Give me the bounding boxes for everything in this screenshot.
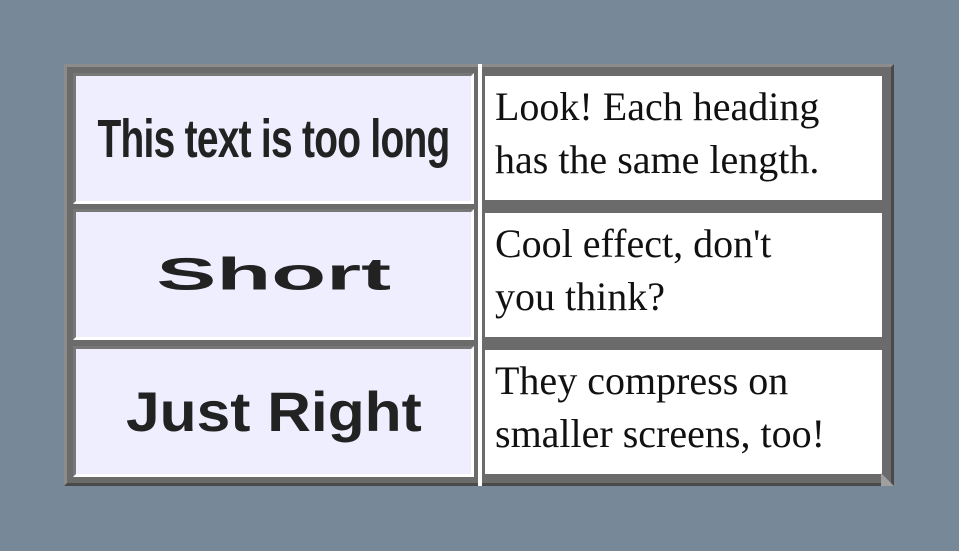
description-line: has the same length. xyxy=(495,137,820,182)
heading-cell-just-right: Just Right xyxy=(73,346,474,477)
description-cell: Look! Each heading has the same length. xyxy=(485,76,882,200)
column-divider xyxy=(478,64,482,486)
table-corner-bevel xyxy=(881,473,894,486)
description-line: smaller screens, too! xyxy=(495,411,825,456)
description-line: you think? xyxy=(495,274,665,319)
description-line: Cool effect, don't xyxy=(495,221,772,266)
description-cell: They compress on smaller screens, too! xyxy=(485,350,882,474)
description-cell: Cool effect, don't you think? xyxy=(485,213,882,337)
heading-text: Just Right xyxy=(125,380,422,443)
heading-cell-too-long: This text is too long xyxy=(73,73,474,204)
heading-text: Short xyxy=(156,249,391,300)
heading-text: This text is too long xyxy=(97,108,450,169)
heading-cell-short: Short xyxy=(73,209,474,340)
description-line: They compress on xyxy=(495,358,789,403)
description-line: Look! Each heading xyxy=(495,84,820,129)
